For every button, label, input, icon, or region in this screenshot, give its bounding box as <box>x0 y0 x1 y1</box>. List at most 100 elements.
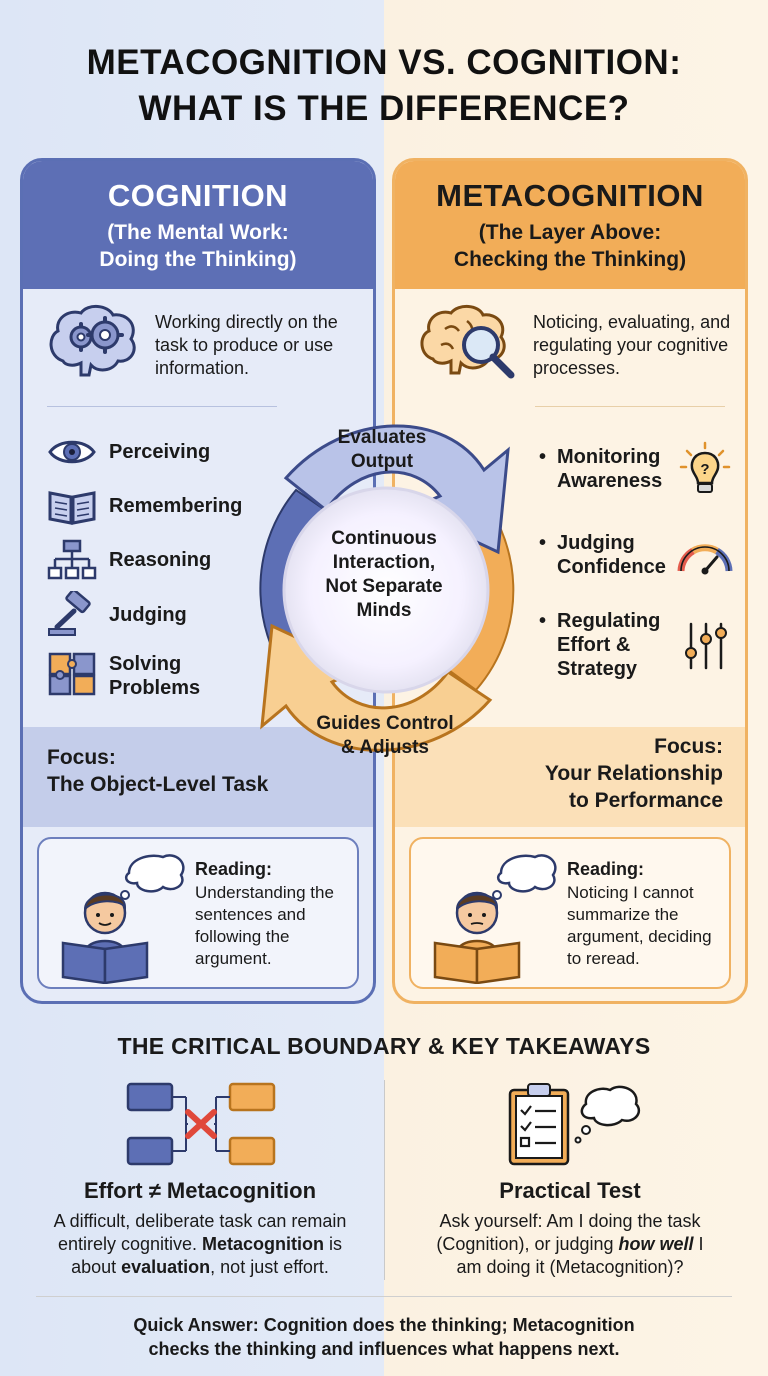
metacognition-focus-value-1: Your Relationship <box>544 762 723 785</box>
gauge-icon <box>677 544 733 575</box>
lightbulb-icon: ? <box>679 441 731 493</box>
cognition-panel: COGNITION (The Mental Work: Doing the Th… <box>20 158 376 1004</box>
cognition-item-remembering: Remembering <box>109 495 243 517</box>
evaluates-output-label: Evaluates Output <box>322 426 442 474</box>
metacognition-item-regulating: Regulating Effort & Strategy <box>539 609 661 681</box>
title-line-2: WHAT IS THE DIFFERENCE? <box>138 89 630 128</box>
quick-answer-line2: checks the thinking and influences what … <box>148 1339 620 1359</box>
effort-body-line2-bold: Metacognition <box>202 1234 325 1254</box>
brain-gears-icon <box>49 305 136 377</box>
gavel-icon <box>48 591 91 636</box>
footer-divider <box>36 1296 732 1297</box>
effort-body-line2-a: entirely cognitive. <box>57 1234 203 1254</box>
cognition-subtitle-1: (The Mental Work: <box>107 221 289 244</box>
cognition-item-judging: Judging <box>109 604 187 626</box>
monitoring-line2: Awareness <box>557 470 663 492</box>
cognition-focus-value: The Object-Level Task <box>47 773 269 796</box>
cognition-intro: Working directly on the task to produce … <box>155 312 338 378</box>
page-title: METACOGNITION VS. COGNITION: WHAT IS THE… <box>0 40 768 132</box>
cognition-item-reasoning: Reasoning <box>109 549 212 571</box>
metacognition-item-monitoring: Monitoring Awareness <box>539 445 663 493</box>
metacognition-reading-title: Reading: <box>567 859 645 879</box>
cognition-reading-title: Reading: <box>195 859 273 879</box>
cognition-item-solving-line2: Problems <box>109 677 201 699</box>
evaluates-line2: Output <box>350 451 414 472</box>
cognition-reading-text: Understanding the sentences and followin… <box>195 883 334 968</box>
practical-body-line2-a: (Cognition), or judging <box>436 1234 619 1254</box>
puzzle-icon <box>48 652 96 696</box>
effort-body-line3-c: , not just effort. <box>210 1257 329 1277</box>
title-line-1: METACOGNITION VS. COGNITION: <box>86 43 682 82</box>
metacognition-focus-band <box>395 727 745 827</box>
guides-line1: Guides Control <box>316 713 454 734</box>
sliders-icon <box>685 622 727 670</box>
practical-body-line1: Ask yourself: Am I doing the task <box>439 1211 701 1231</box>
practical-test-heading: Practical Test <box>499 1178 641 1203</box>
effort-body-line3-bold: evaluation <box>121 1257 211 1277</box>
metacognition-focus: Focus: Your Relationship to Performance <box>545 733 723 814</box>
practical-body-line2: (Cognition), or judging how well I <box>392 1233 748 1256</box>
metacognition-focus-label: Focus: <box>654 735 723 758</box>
effort-body-line3-a: about <box>71 1257 122 1277</box>
effort-body-line1: A difficult, deliberate task can remain <box>53 1211 347 1231</box>
center-line2: Interaction, <box>332 552 436 573</box>
effort-body-line2: entirely cognitive. Metacognition is <box>20 1233 380 1256</box>
regulating-line2: Effort & <box>557 634 631 656</box>
judging-line1: Judging <box>557 532 635 554</box>
quick-answer-line1: Quick Answer: Cognition does the thinkin… <box>133 1315 635 1335</box>
effort-body-line2-c: is <box>324 1234 343 1254</box>
cognition-focus: Focus: The Object-Level Task <box>47 744 268 798</box>
center-line3: Not Separate <box>325 576 443 597</box>
guides-control-label: Guides Control & Adjusts <box>300 712 470 760</box>
center-line1: Continuous <box>331 528 437 549</box>
monitoring-line1: Monitoring <box>557 446 661 468</box>
cognition-header: COGNITION (The Mental Work: Doing the Th… <box>23 161 373 289</box>
cognition-item-solving-line1: Solving <box>109 653 182 675</box>
metacognition-item-judging: Judging Confidence <box>539 531 666 579</box>
clipboard-checklist-icon <box>508 1083 641 1166</box>
cognition-item-perceiving: Perceiving <box>109 441 211 463</box>
interaction-cycle <box>259 424 515 752</box>
cognition-reading-example: Reading: Understanding the sentences and… <box>37 837 359 989</box>
effort-body-line3: about evaluation, not just effort. <box>20 1256 380 1279</box>
metacognition-header: METACOGNITION (The Layer Above: Checking… <box>395 161 745 289</box>
practical-body-line3: am doing it (Metacognition)? <box>456 1257 684 1277</box>
cognition-divider <box>47 406 277 407</box>
practical-body-line2-emphasis: how well <box>618 1234 694 1254</box>
metacognition-intro: Noticing, evaluating, and regulating you… <box>533 312 731 378</box>
broken-connection-icon <box>126 1082 276 1166</box>
metacognition-divider <box>535 406 725 407</box>
svg-text:?: ? <box>700 461 709 478</box>
metacognition-heading: METACOGNITION <box>436 178 704 213</box>
metacognition-subtitle-1: (The Layer Above: <box>478 221 662 244</box>
evaluates-line1: Evaluates <box>337 427 427 448</box>
cognition-heading: COGNITION <box>107 178 289 213</box>
effort-heading: Effort ≠ Metacognition <box>83 1178 317 1203</box>
regulating-line3: Strategy <box>557 658 638 680</box>
takeaways-divider <box>384 1080 385 1280</box>
metacognition-reading-example: Reading: Noticing I cannot summarize the… <box>409 837 731 989</box>
effort-body: A difficult, deliberate task can remain … <box>20 1210 380 1279</box>
cognition-subtitle-2: Doing the Thinking) <box>99 248 297 271</box>
metacognition-panel: METACOGNITION (The Layer Above: Checking… <box>392 158 748 1004</box>
reading-person-icon <box>433 854 557 984</box>
brain-magnifier-icon <box>420 305 515 379</box>
flowchart-icon <box>47 539 97 580</box>
cognition-item-solving: Solving Problems <box>109 652 200 700</box>
judging-line2: Confidence <box>557 556 666 578</box>
cognition-focus-label: Focus: <box>47 746 116 769</box>
metacognition-subtitle-2: Checking the Thinking) <box>453 248 687 271</box>
practical-body-line2-c: I <box>693 1234 704 1254</box>
eye-icon <box>48 440 96 464</box>
guides-line2: & Adjusts <box>341 737 429 758</box>
regulating-line1: Regulating <box>557 610 661 632</box>
metacognition-focus-value-2: to Performance <box>568 789 723 812</box>
continuous-interaction-label: Continuous Interaction, Not Separate Min… <box>306 527 462 623</box>
takeaways-title: THE CRITICAL BOUNDARY & KEY TAKEAWAYS <box>117 1033 651 1059</box>
quick-answer: Quick Answer: Cognition does the thinkin… <box>0 1313 768 1361</box>
cognition-focus-band <box>23 727 373 827</box>
book-icon <box>48 491 96 525</box>
center-line4: Minds <box>356 600 412 621</box>
practical-test-body: Ask yourself: Am I doing the task (Cogni… <box>392 1210 748 1279</box>
metacognition-reading-text: Noticing I cannot summarize the argument… <box>567 883 712 968</box>
